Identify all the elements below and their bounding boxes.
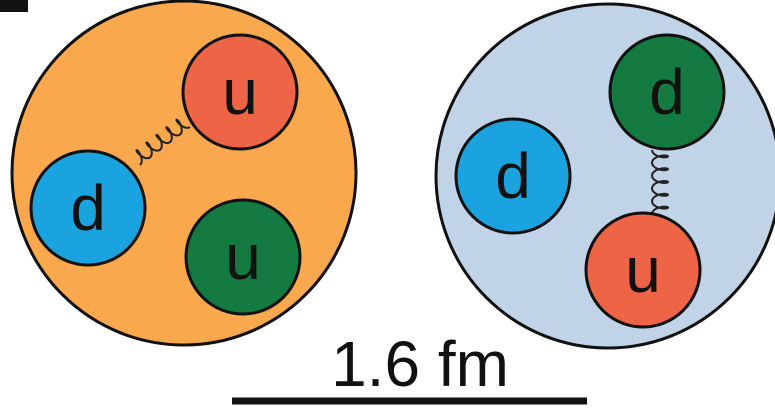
proton-quark-u-top: u [181, 33, 299, 151]
scale-bar: 1.6 fm [232, 328, 587, 405]
proton-quark-u-bottom-label: u [225, 221, 261, 293]
neutron: d d u [434, 2, 775, 350]
neutron-quark-d-left-label: d [495, 140, 531, 212]
neutron-quark-u-label: u [625, 234, 661, 306]
scale-bar-label: 1.6 fm [331, 328, 509, 400]
cropped-glyph-fragment [0, 0, 28, 12]
neutron-quark-d-top: d [608, 33, 726, 151]
proton-quark-d: d [29, 149, 147, 267]
proton: u d u [10, 0, 358, 347]
proton-quark-u-bottom: u [184, 198, 302, 316]
proton-quark-u-top-label: u [222, 56, 258, 128]
proton-gluon [135, 118, 191, 166]
neutron-quark-d-left: d [454, 117, 572, 235]
neutron-quark-u: u [584, 211, 702, 329]
neutron-gluon [650, 149, 670, 215]
neutron-quark-d-top-label: d [649, 56, 685, 128]
proton-quark-d-label: d [70, 172, 106, 244]
